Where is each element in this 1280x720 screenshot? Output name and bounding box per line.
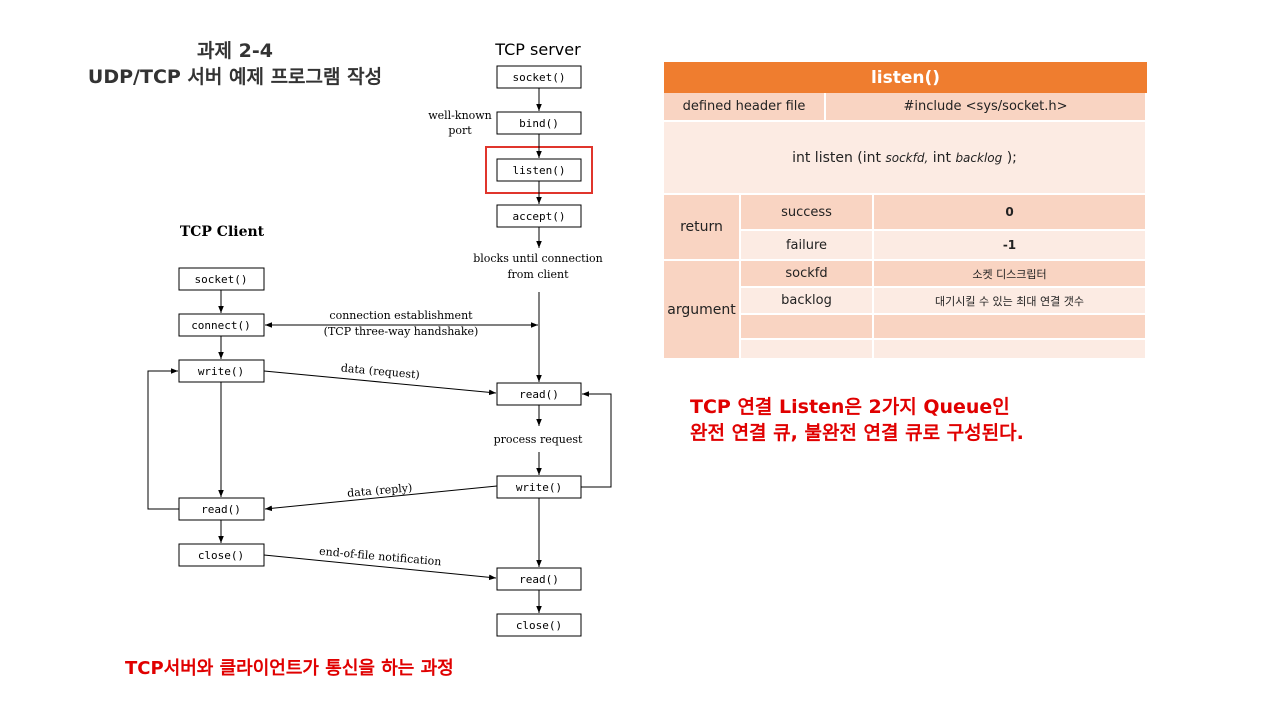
server-heading: TCP server — [494, 40, 581, 59]
label-data-reply: data (reply) — [347, 481, 413, 500]
title-line-2: UDP/TCP 서버 예제 프로그램 작성 — [87, 66, 383, 88]
label-well-known: well-known — [428, 109, 492, 122]
label-eof: end-of-file notification — [319, 545, 442, 569]
server-bind-box: bind() — [496, 111, 582, 135]
server-socket-box: socket() — [496, 65, 582, 89]
arg-sockfd-desc: 소켓 디스크립터 — [874, 261, 1147, 288]
server-read-label-2: read() — [519, 573, 559, 586]
label-data-request: data (request) — [340, 362, 420, 382]
server-write-box: write() — [496, 475, 582, 499]
server-listen-box: listen() — [496, 158, 582, 182]
arrow-eof — [263, 554, 497, 581]
client-connect-box: connect() — [178, 313, 265, 337]
failure-label: failure — [741, 231, 874, 261]
label-blocks-2: from client — [507, 268, 569, 281]
label-blocks-1: blocks until connection — [473, 252, 603, 265]
sig-arg-backlog: backlog — [955, 150, 1003, 165]
arrow-server-loop — [581, 391, 612, 488]
server-write-label: write() — [516, 481, 562, 494]
server-read-label-1: read() — [519, 388, 559, 401]
return-label: return — [664, 195, 741, 261]
signature-row: int listen (int sockfd, int backlog ); — [664, 122, 1147, 195]
client-heading: TCP Client — [180, 224, 265, 240]
label-port: port — [448, 124, 472, 137]
server-accept-label: accept() — [513, 210, 566, 223]
client-read-box: read() — [178, 497, 265, 521]
server-read-box-2: read() — [496, 567, 582, 591]
client-write-label: write() — [198, 365, 244, 378]
server-read-box-1: read() — [496, 382, 582, 406]
argument-label: argument — [664, 261, 741, 360]
listen-note-line-1: TCP 연결 Listen은 2가지 Queue인 — [690, 396, 1010, 418]
client-close-box: close() — [178, 543, 265, 567]
client-write-box: write() — [178, 359, 265, 383]
success-value: 0 — [874, 195, 1147, 231]
client-socket-label: socket() — [195, 273, 248, 286]
sig-mid: int — [928, 149, 956, 166]
server-listen-label: listen() — [513, 164, 566, 177]
arrow-data-request — [263, 370, 497, 396]
sig-arg-sockfd: sockfd, — [885, 150, 929, 165]
client-close-label: close() — [198, 549, 244, 562]
arg-backlog-desc: 대기시킬 수 있는 최대 연결 갯수 — [874, 288, 1147, 315]
label-connection-2: (TCP three-way handshake) — [324, 325, 479, 338]
failure-value: -1 — [874, 231, 1147, 261]
sig-prefix: int listen (int — [792, 149, 886, 166]
server-bind-label: bind() — [519, 117, 559, 130]
table-header: listen() — [664, 62, 1147, 93]
server-socket-label: socket() — [513, 71, 566, 84]
arrow-client-loop — [147, 368, 179, 510]
empty-row-1-desc — [874, 315, 1147, 340]
listen-table: listen() defined header file #include <s… — [664, 62, 1147, 360]
page-title: 과제 2-4 UDP/TCP 서버 예제 프로그램 작성 — [40, 38, 430, 90]
label-connection-1: connection establishment — [329, 309, 473, 322]
client-socket-box: socket() — [178, 267, 265, 291]
client-connect-label: connect() — [191, 319, 251, 332]
label-process-request: process request — [494, 433, 583, 446]
arg-sockfd-name: sockfd — [741, 261, 874, 288]
server-close-box: close() — [496, 613, 582, 637]
header-file-label: defined header file — [664, 93, 826, 122]
success-label: success — [741, 195, 874, 231]
title-line-1: 과제 2-4 — [197, 40, 273, 62]
server-close-label: close() — [516, 619, 562, 632]
empty-row-2-desc — [874, 340, 1147, 360]
client-read-label: read() — [201, 503, 241, 516]
sig-suffix: ); — [1002, 149, 1017, 166]
arg-backlog-name: backlog — [741, 288, 874, 315]
diagram-caption: TCP서버와 클라이언트가 통신을 하는 과정 — [125, 658, 454, 679]
tcp-flow-diagram: TCP server TCP Client socket() bind() li… — [147, 40, 612, 637]
header-file-value: #include <sys/socket.h> — [826, 93, 1147, 122]
arrow-data-reply — [264, 485, 498, 512]
empty-row-1-name — [741, 315, 874, 340]
listen-queue-note: TCP 연결 Listen은 2가지 Queue인 완전 연결 큐, 불완전 연… — [690, 394, 1024, 446]
listen-note-line-2: 완전 연결 큐, 불완전 연결 큐로 구성된다. — [690, 422, 1024, 444]
empty-row-2-name — [741, 340, 874, 360]
server-accept-box: accept() — [496, 204, 582, 228]
